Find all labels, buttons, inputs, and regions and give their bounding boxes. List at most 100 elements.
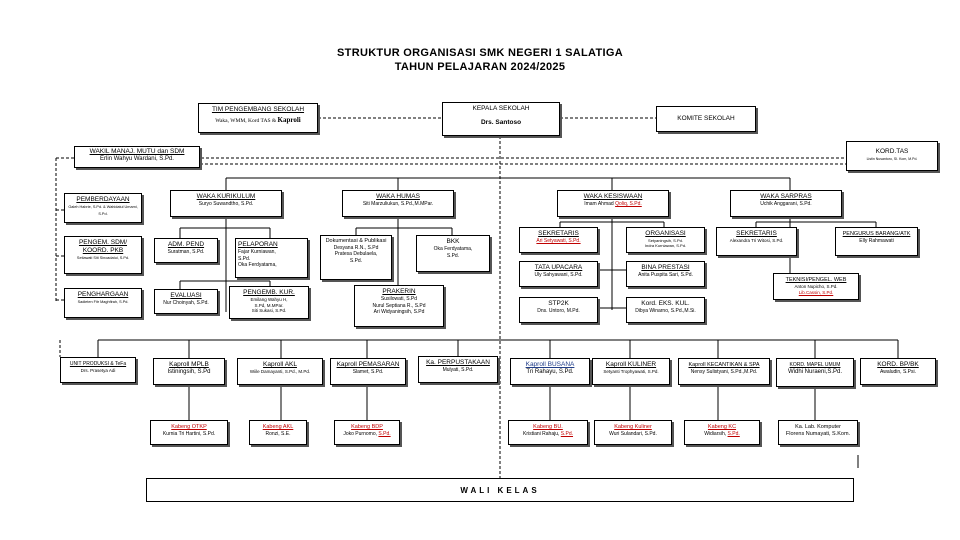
kord-tas-title: KORD.TAS (875, 148, 909, 155)
kabeng-title: Ka. Lab. Komputer (795, 424, 841, 430)
sekretaris-kesiswaan-title: SEKRETARIS (538, 230, 579, 237)
pemberdayaan-box: PEMBERDAYAAN Galeh Habrie, S.Pd. & Wahid… (64, 193, 142, 223)
organisasi-name-2: Indra Kurniawan, S.Pd. (644, 243, 687, 248)
pengem-sdm-names: Setiawati Siti Sinoadatui, S.Pd. (76, 256, 130, 260)
kabeng-box-akl: Kabeng AKL Ronzi, S.E. (249, 420, 307, 445)
dokumentasi-name-2: Pratesa Debulaela, (334, 251, 378, 257)
pelaporan-box: PELAPORAN Fajar Kurniawan, S.Pd. Oka Fer… (235, 238, 308, 278)
row-box-kecantikan: Kaproll KECANTIKAN & SPA Nensy Sulistyan… (678, 358, 770, 385)
prakerin-title: PRAKERIN (382, 288, 416, 295)
evaluasi-name: Nur Choinyah, S.Pd. (163, 300, 209, 306)
row-title: Kaproll KECANTIKAN & SPA (688, 362, 760, 368)
dokumentasi-box: Dokumentasi & Publikasi Desyana R.N., S.… (320, 235, 392, 280)
pengem-sdm-box: PENGEM. SDM/ KOORD. PKB Setiawati Siti S… (64, 236, 142, 274)
row-name: Widhi Nuraeni,S.Pd. (787, 369, 843, 375)
pemberdayaan-names: Galeh Habrie, S.Pd. & Wahidatul Umami, S… (68, 205, 138, 216)
bkk-name-2: S.Pd. (446, 252, 460, 259)
row-title: Kaproll KULINER (605, 361, 657, 368)
kabeng-box-lab-komputer: Ka. Lab. Komputer Florens Numayati, S.Ko… (778, 420, 858, 445)
penghargaan-title: PENGHARGAAN (77, 291, 129, 298)
waka-humas-title: WAKA HUMAS (376, 193, 420, 200)
tata-upacara-box: TATA UPACARA Uly Sahyawani, S.Pd. (519, 261, 598, 287)
dokumentasi-name-3: S.Pd. (349, 257, 363, 264)
kabeng-name: Wuri Sulandari, S.Pd. (609, 431, 657, 437)
waka-kesiswaan-title: WAKA KESISWAAN (583, 193, 643, 200)
organisasi-title: ORGANISASI (645, 230, 686, 237)
bkk-title: BKK (446, 238, 460, 245)
komite-sekolah-title: KOMITE SEKOLAH (677, 115, 735, 122)
row-box-kuliner: Kaproll KULINER Setyanti Trophyawati, S.… (592, 358, 670, 385)
kabeng-name: Florens Numayati, S.Kom. (785, 431, 851, 437)
kabeng-name: Widiarsih, S.Pd. (704, 431, 740, 437)
prakerin-name-2: Nurul Septiana R., S.Pd (372, 302, 426, 309)
waka-kesiswaan-box: WAKA KESISWAAN Imam Ahmad Qoliq, S.Pd. (557, 190, 669, 217)
kabeng-name: Joko Purnomo, S.Pd. (343, 431, 391, 437)
pengemb-kur-title: PENGEMB. KUR. (243, 289, 295, 296)
kord-ekskul-box: Kord. EKS. KUL. Dibya Winarno, S.Pd.,M.S… (626, 297, 705, 323)
waka-kesiswaan-name: Imam Ahmad Qoliq, S.Pd. (584, 201, 642, 207)
wakil-mutu-box: WAKIL MANAJ. MUTU dan SDM Erlin Wahyu Wa… (74, 146, 200, 168)
tim-pengembang-members: Waka, WMM, Kord TAS & Kaproli (215, 116, 301, 125)
prakerin-box: PRAKERIN Susilowati, S.Pd Nurul Septiana… (354, 285, 444, 327)
penghargaan-box: PENGHARGAAN Sadieten Fitr Maghfirah, S.P… (64, 288, 142, 318)
sekretaris-sarpras-title: SEKRETARIS (736, 230, 777, 237)
adm-pend-box: ADM. PEND Suratman, S.Pd. (154, 238, 218, 263)
row-name: Drs. Prasetya Adi (80, 368, 116, 373)
tim-pengembang-title: TIM PENGEMBANG SEKOLAH (211, 106, 305, 113)
row-name: Nensy Sulistyani, S.Pd.,M.Pd. (690, 369, 758, 375)
pengemb-kur-name-2: S.Pd, M.MPar. (254, 302, 284, 308)
kabeng-name: Kristiani Rahaju, S.Pd. (522, 431, 574, 437)
adm-pend-title: ADM. PEND (167, 241, 205, 248)
wali-kelas-box: WALI KELAS (146, 478, 854, 502)
row-title: KORD. BP/BK (877, 361, 919, 368)
waka-humas-box: WAKA HUMAS Siti Marzuliukun, S.Pd.,M.MPa… (342, 190, 454, 217)
row-title: KORD. MAPEL UMUM (789, 362, 841, 368)
bina-prestasi-name: Anita Puspita Sari, S.Pd. (638, 272, 693, 278)
page-subtitle: TAHUN PELAJARAN 2024/2025 (394, 61, 566, 73)
bkk-box: BKK Oka Ferdyatama, S.Pd. (416, 235, 490, 272)
evaluasi-box: EVALUASI Nur Choinyah, S.Pd. (154, 289, 218, 314)
bina-prestasi-box: BINA PRESTASI Anita Puspita Sari, S.Pd. (626, 261, 705, 287)
tata-upacara-name: Uly Sahyawani, S.Pd. (534, 272, 583, 278)
wakil-mutu-title: WAKIL MANAJ. MUTU dan SDM (89, 148, 185, 155)
bkk-name-1: Oka Ferdyatama, (433, 246, 473, 252)
row-name: Awaludin, S.Psi. (879, 369, 917, 375)
kabeng-title: Kabeng BDP (351, 424, 383, 430)
row-name: Tri Rahayu, S.Pd. (526, 369, 574, 375)
evaluasi-title: EVALUASI (170, 292, 202, 299)
adm-pend-name: Suratman, S.Pd. (167, 249, 205, 255)
pengurus-barang-box: PENGURUS BARANG/ATK Elly Rahmawati (835, 227, 918, 256)
pemberdayaan-title: PEMBERDAYAAN (76, 196, 130, 203)
sekretaris-kesiswaan-box: SEKRETARIS Ari Setyawati, S.Pd. (519, 227, 598, 253)
waka-sarpras-box: WAKA SARPRAS Uchik Anggarani, S.Pd. (730, 190, 842, 217)
row-box-perpustakaan: Ka. PERPUSTAKAAN Mulyati, S.Pd. (418, 356, 498, 383)
row-name: Slamet, S.Pd. (352, 369, 384, 375)
kord-ekskul-name: Dibya Winarno, S.Pd.,M.Si. (635, 308, 696, 314)
row-title: Kaproll AKL (263, 361, 297, 368)
kabeng-title: Kabeng BU. (533, 424, 563, 430)
kabeng-title: Kabeng KC (707, 424, 737, 430)
bina-prestasi-title: BINA PRESTASI (641, 264, 690, 271)
organisasi-name-1: Setyaningsih, S.Pd. (648, 238, 683, 243)
kepala-sekolah-title: KEPALA SEKOLAH (472, 105, 530, 112)
pelaporan-name-3: Oka Ferdyatama, (238, 262, 277, 268)
pengurus-barang-name: Elly Rahmawati (859, 238, 894, 244)
prakerin-name-3: Ari Widyaningsih, S.Pd (373, 309, 425, 315)
waka-kurikulum-title: WAKA KURIKULUM (196, 193, 256, 200)
kabeng-box-kuliner: Kabeng Kuliner Wuri Sulandari, S.Pd. (594, 420, 672, 445)
pelaporan-name-1: Fajar Kurniawan, (238, 249, 276, 255)
pengem-sdm-title: PENGEM. SDM/ KOORD. PKB (78, 239, 128, 254)
row-name: Wiile Damayanti, S.Pd., M.Pd. (249, 369, 311, 374)
row-box-pemasaran: Kaproll PEMASARAN Slamet, S.Pd. (330, 358, 406, 385)
waka-sarpras-title: WAKA SARPRAS (760, 193, 812, 200)
kabeng-box-bdp: Kabeng BDP Joko Purnomo, S.Pd. (334, 420, 400, 445)
kabeng-title: Kabeng AKL (262, 424, 294, 430)
row-title: Ka. PERPUSTAKAAN (426, 359, 490, 366)
pelaporan-name-2: S.Pd. (238, 255, 251, 262)
row-name: Mulyati, S.Pd. (442, 367, 474, 373)
stp2k-title: STP2K (548, 300, 569, 307)
row-box-akl: Kaproll AKL Wiile Damayanti, S.Pd., M.Pd… (237, 358, 323, 385)
stp2k-box: STP2K Dns. Untoro, M.Pd. (519, 297, 598, 323)
kabeng-title: Kabeng Kuliner (614, 424, 652, 430)
